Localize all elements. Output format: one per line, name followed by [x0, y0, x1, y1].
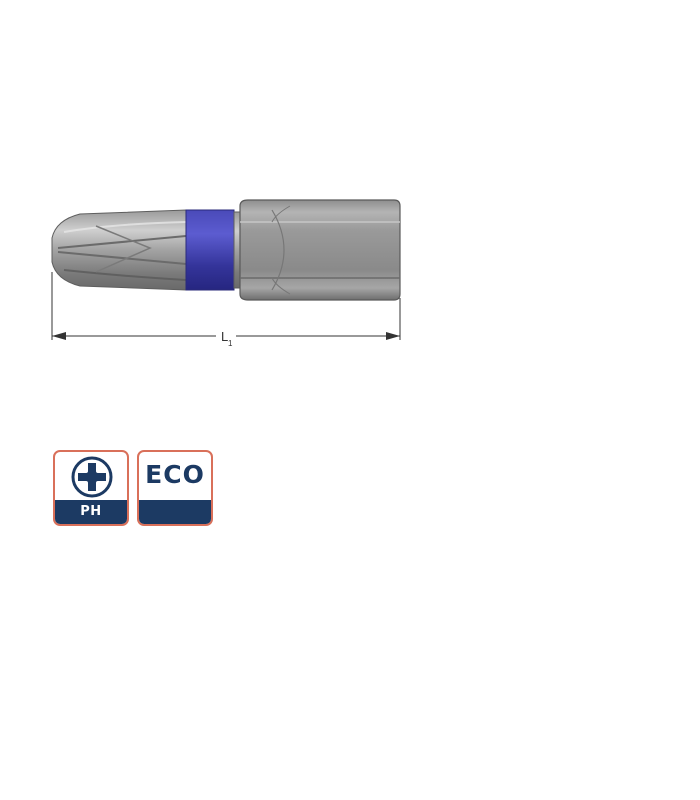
- eco-foot: [139, 500, 211, 524]
- color-ring: [185, 209, 235, 291]
- bit-neck: [233, 211, 241, 289]
- ph-badge: PH: [53, 450, 129, 526]
- hex-shank: [239, 199, 401, 301]
- dimension-l1: L 1: [51, 272, 401, 348]
- dimension-subscript: 1: [228, 339, 233, 348]
- dimension-label: L: [221, 329, 228, 344]
- eco-label: ECO: [145, 460, 205, 489]
- bit-tip: [51, 209, 187, 291]
- ph-label: PH: [55, 500, 127, 524]
- phillips-cross-icon: [71, 456, 113, 498]
- eco-badge: ECO: [137, 450, 213, 526]
